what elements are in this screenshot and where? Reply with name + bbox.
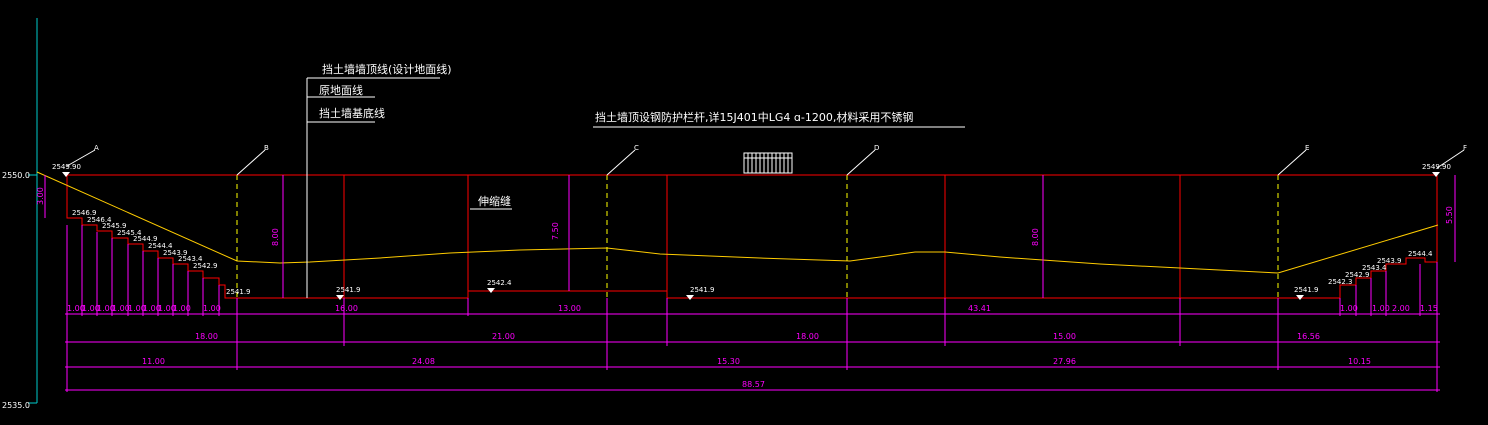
- axis-label-bottom: 2535.0: [2, 401, 30, 410]
- dim-r1-12: 43.41: [968, 304, 991, 313]
- step-elev-7: 2543.9: [163, 249, 188, 257]
- dim-r1-6: 1.00: [143, 304, 161, 313]
- step-elev-3: 2545.9: [102, 222, 127, 230]
- legend-base-line: 挡土墙基底线: [319, 106, 385, 120]
- step-elev-r3: 2543.4: [1362, 264, 1387, 272]
- section-label-f: F: [1463, 144, 1467, 152]
- expansion-joint-label: 伸缩缝: [478, 194, 511, 208]
- dim-r3-4: 27.96: [1053, 357, 1076, 366]
- dim-r2-2: 21.00: [492, 332, 515, 341]
- dim-r3-1: 11.00: [142, 357, 165, 366]
- step-elev-2: 2546.4: [87, 216, 112, 224]
- elev-base-c: 2541.9: [690, 286, 715, 294]
- left-stepped-base: [66, 175, 1278, 299]
- step-elev-r4: 2543.9: [1377, 257, 1402, 265]
- dim-r2-1: 18.00: [195, 332, 218, 341]
- legend-design-line: 挡土墙墙顶线(设计地面线): [322, 62, 452, 76]
- dim-r3-2: 24.08: [412, 357, 435, 366]
- step-elev-10: 2541.9: [226, 288, 251, 296]
- step-elev-9: 2542.9: [193, 262, 218, 270]
- dim-r1-5: 1.00: [128, 304, 146, 313]
- legend-leader: [306, 77, 440, 298]
- section-label-e: E: [1305, 144, 1309, 152]
- dim-r1-13: 1.00: [1340, 304, 1358, 313]
- dim-r1-11: 13.00: [558, 304, 581, 313]
- elev-base-mid: 2542.4: [487, 279, 512, 287]
- dim-r2-3: 18.00: [796, 332, 819, 341]
- step-elev-6: 2544.4: [148, 242, 173, 250]
- height-d: 8.00: [1031, 228, 1040, 246]
- axis-label-top: 2550.0: [2, 171, 30, 180]
- dim-r1-7: 1.00: [158, 304, 176, 313]
- height-left: 3.00: [36, 187, 45, 205]
- dim-r1-9: 1.00: [203, 304, 221, 313]
- dim-r1-4: 1.00: [112, 304, 130, 313]
- elevation-markers: [62, 172, 1440, 300]
- step-elev-r5: 2544.4: [1408, 250, 1433, 258]
- dim-r1-10: 16.00: [335, 304, 358, 313]
- height-dims: [44, 175, 1456, 298]
- step-elev-8: 2543.4: [178, 255, 203, 263]
- elev-base-e: 2541.9: [1294, 286, 1319, 294]
- railing-symbol: [743, 152, 793, 174]
- dimension-leaders: [66, 225, 1438, 392]
- dim-r1-15: 2.00: [1392, 304, 1410, 313]
- section-label-a: A: [94, 144, 99, 152]
- dim-r1-3: 1.00: [97, 304, 115, 313]
- dim-r1-8: 1.00: [173, 304, 191, 313]
- section-lines: [236, 175, 1279, 298]
- ground-line: [36, 171, 1439, 274]
- railing-note: 挡土墙顶设钢防护栏杆,详15J401中LG4 ɑ-1200,材料采用不锈钢: [595, 110, 913, 124]
- expansion-joints: [343, 175, 1181, 298]
- step-elev-5: 2544.9: [133, 235, 158, 243]
- elev-top-right: 2549.90: [1422, 163, 1451, 171]
- dim-r2-4: 15.00: [1053, 332, 1076, 341]
- dim-r1-14: 1.00: [1372, 304, 1390, 313]
- step-elev-r1: 2542.3: [1328, 278, 1353, 286]
- section-label-d: D: [874, 144, 879, 152]
- elev-top-left: 2549.90: [52, 163, 81, 171]
- height-b: 8.00: [271, 228, 280, 246]
- dim-r2-5: 16.56: [1297, 332, 1320, 341]
- dim-r1-16: 1.15: [1420, 304, 1438, 313]
- dimension-rows: [65, 313, 1440, 391]
- section-label-c: C: [634, 144, 639, 152]
- step-elev-4: 2545.4: [117, 229, 142, 237]
- step-elev-r2: 2542.9: [1345, 271, 1370, 279]
- dim-r3-3: 15.30: [717, 357, 740, 366]
- dim-r1-1: 1.00: [67, 304, 85, 313]
- right-stepped-base: [1278, 175, 1438, 299]
- step-elev-1: 2546.9: [72, 209, 97, 217]
- legend-ground-line: 原地面线: [319, 83, 363, 97]
- section-markers: [66, 149, 1465, 176]
- elev-base-b: 2541.9: [336, 286, 361, 294]
- section-label-b: B: [264, 144, 269, 152]
- height-right: 5.50: [1445, 206, 1454, 224]
- dim-r3-5: 10.15: [1348, 357, 1371, 366]
- dim-total: 88.57: [742, 380, 765, 389]
- height-c: 7.50: [551, 222, 560, 240]
- dim-r1-2: 1.00: [82, 304, 100, 313]
